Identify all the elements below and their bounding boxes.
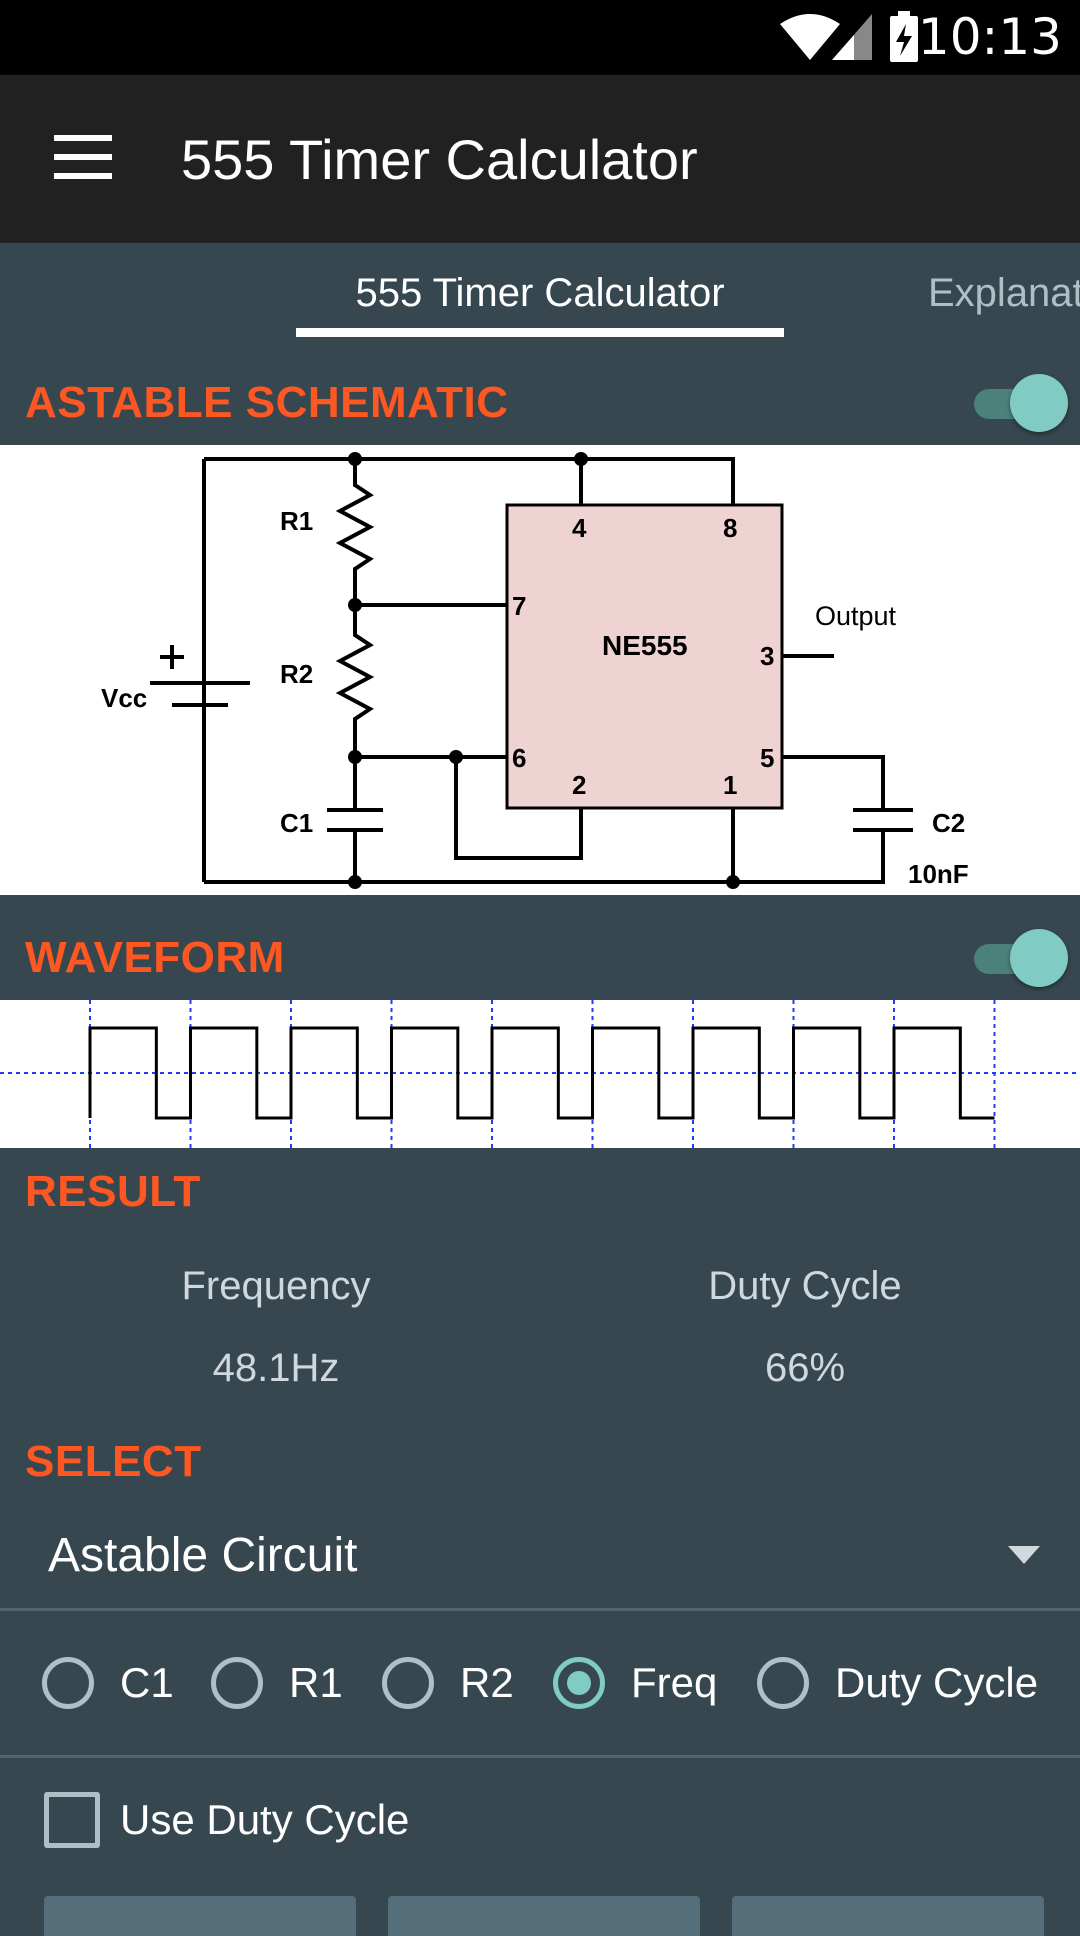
schematic-panel: R1 R2 C1 C2 10nF Vcc NE555 4 8 7 3 6 2 1… bbox=[0, 445, 1080, 895]
tab-calculator[interactable]: 555 Timer Calculator bbox=[355, 271, 725, 315]
label-r2: R2 bbox=[280, 659, 313, 689]
label-vcc: Vcc bbox=[101, 683, 147, 713]
frequency-value: 48.1Hz bbox=[212, 1346, 340, 1390]
label-c1: C1 bbox=[280, 808, 313, 838]
waveform-toggle[interactable] bbox=[964, 927, 1068, 987]
frequency-label: Frequency bbox=[181, 1264, 371, 1308]
radio-label: R1 bbox=[289, 1659, 343, 1706]
radio-label: R2 bbox=[460, 1659, 514, 1706]
pin-5: 5 bbox=[760, 743, 774, 773]
input-button[interactable] bbox=[388, 1896, 700, 1936]
tab-bar: 555 Timer Calculator Explanat bbox=[0, 243, 1080, 341]
pin-3: 3 bbox=[760, 641, 774, 671]
label-r1: R1 bbox=[280, 506, 313, 536]
tab-indicator bbox=[296, 328, 784, 337]
chip-name: NE555 bbox=[602, 630, 688, 661]
pin-4: 4 bbox=[572, 513, 587, 543]
duty-cycle-value: 66% bbox=[764, 1346, 846, 1390]
pin-2: 2 bbox=[572, 770, 586, 800]
app-title: 555 Timer Calculator bbox=[181, 128, 698, 191]
radio-circle bbox=[382, 1657, 434, 1709]
hamburger-menu-icon[interactable] bbox=[54, 135, 112, 179]
signal-icon bbox=[832, 14, 872, 60]
circuit-schematic: R1 R2 C1 C2 10nF Vcc NE555 4 8 7 3 6 2 1… bbox=[101, 452, 969, 889]
input-button[interactable] bbox=[732, 1896, 1044, 1936]
battery-charging-icon bbox=[890, 11, 918, 62]
waveform-plot bbox=[0, 1000, 1080, 1148]
divider bbox=[0, 1755, 1080, 1758]
radio-circle bbox=[553, 1657, 605, 1709]
dropdown-value: Astable Circuit bbox=[48, 1529, 358, 1582]
pin-1: 1 bbox=[723, 770, 737, 800]
pin-7: 7 bbox=[512, 591, 526, 621]
waveform-panel bbox=[0, 1000, 1080, 1148]
status-time: 10:13 bbox=[917, 8, 1062, 66]
waveform-square-wave bbox=[88, 1026, 995, 1120]
pin-6: 6 bbox=[512, 743, 526, 773]
waveform-heading: WAVEFORM bbox=[25, 933, 285, 982]
wifi-icon bbox=[780, 14, 840, 60]
radio-circle bbox=[211, 1657, 263, 1709]
status-icons bbox=[780, 10, 920, 71]
label-c2-value: 10nF bbox=[908, 859, 969, 889]
tab-explanation[interactable]: Explanat bbox=[928, 271, 1080, 315]
label-output: Output bbox=[815, 601, 897, 631]
dropdown-arrow-icon bbox=[1008, 1546, 1040, 1564]
label-c2: C2 bbox=[932, 808, 965, 838]
divider bbox=[0, 1608, 1080, 1611]
select-heading: SELECT bbox=[25, 1437, 202, 1486]
radio-label: Duty Cycle bbox=[835, 1659, 1039, 1706]
use-duty-cycle-checkbox[interactable] bbox=[44, 1792, 100, 1848]
radio-label: Freq bbox=[631, 1659, 718, 1706]
input-button[interactable] bbox=[44, 1896, 356, 1936]
status-bar: 10:13 bbox=[0, 0, 1080, 75]
app-toolbar: 555 Timer Calculator bbox=[0, 75, 1080, 243]
radio-label: C1 bbox=[120, 1659, 174, 1706]
use-duty-cycle-label: Use Duty Cycle bbox=[120, 1796, 410, 1843]
pin-8: 8 bbox=[723, 513, 737, 543]
schematic-toggle[interactable] bbox=[964, 372, 1068, 432]
result-heading: RESULT bbox=[25, 1167, 201, 1216]
schematic-heading: ASTABLE SCHEMATIC bbox=[25, 378, 509, 427]
radio-circle bbox=[757, 1657, 809, 1709]
duty-cycle-label: Duty Cycle bbox=[708, 1264, 902, 1308]
radio-circle bbox=[42, 1657, 94, 1709]
circuit-type-dropdown[interactable]: Astable Circuit bbox=[0, 1500, 1080, 1610]
